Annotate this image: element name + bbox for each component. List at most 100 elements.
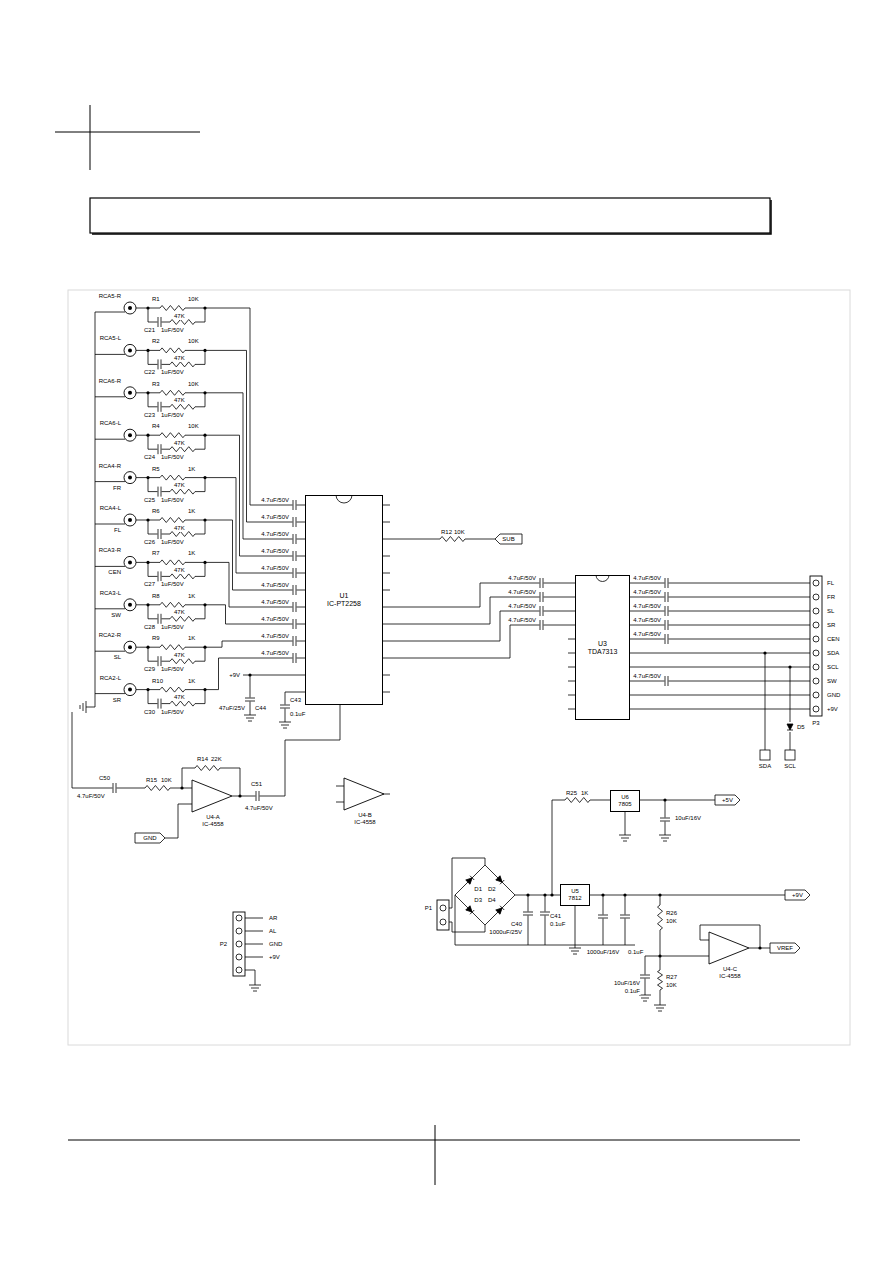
schematic-label: 10uF/16V — [674, 815, 702, 822]
wire-gap — [160, 474, 185, 481]
wire-gap — [597, 915, 609, 919]
ground-wire — [95, 481, 125, 482]
schematic-label: RCA2-L — [99, 675, 122, 682]
connector-pin — [236, 928, 242, 934]
signal-flag — [495, 534, 522, 544]
schematic-label: RCA4-L — [99, 505, 122, 512]
schematic-label: SDA — [826, 650, 840, 657]
wire-gap — [665, 591, 669, 603]
schematic-label: C29 — [143, 666, 156, 673]
schematic-label: 0.1uF — [627, 949, 644, 956]
schematic-label: 47K — [173, 397, 186, 404]
schematic-label: 47K — [173, 440, 186, 447]
capacitor-symbol — [158, 529, 161, 539]
resistor-symbol — [658, 905, 663, 930]
schematic-label: C43 — [289, 697, 302, 704]
schematic-label: 4.7uF/50V — [244, 805, 274, 812]
wire — [552, 800, 610, 895]
wire-gap — [657, 905, 664, 930]
pin-stub — [568, 709, 575, 710]
schematic-label: SUB — [501, 536, 515, 543]
capacitor-symbol — [540, 592, 543, 602]
wire-gap — [170, 403, 195, 410]
ic-chip: U1IC-PT2258 — [305, 495, 383, 705]
capacitor-symbol — [158, 444, 161, 454]
capacitor-symbol — [598, 915, 608, 918]
capacitor-symbol — [665, 634, 668, 644]
schematic-label: 1K — [187, 550, 196, 557]
wire — [765, 653, 766, 750]
wire-gap — [160, 559, 185, 566]
schematic-label: 47K — [173, 313, 186, 320]
schematic-label: R25 — [565, 790, 578, 797]
ground-symbol — [569, 948, 581, 954]
schematic-label: 4.7uF/50V — [260, 650, 290, 657]
schematic-label: 0.1uF — [624, 988, 641, 995]
schematic-label: 10K — [160, 777, 173, 784]
schematic-label: 10K — [187, 338, 200, 345]
wire-gap — [160, 601, 185, 608]
part-reference: U4-B — [358, 812, 372, 819]
junction-dot — [203, 434, 206, 437]
schematic-label: RCA4-R — [98, 463, 122, 470]
ic-chip: U3TDA7313 — [575, 575, 630, 720]
resistor-symbol — [170, 489, 195, 494]
pin-stub — [383, 692, 390, 693]
junction-dot — [203, 391, 206, 394]
frame-shadow — [92, 200, 771, 234]
opamp-outline — [188, 778, 238, 814]
schematic-label: SCL — [826, 664, 840, 671]
schematic-label: 4.7uF/50V — [632, 603, 662, 610]
resistor-symbol — [160, 433, 185, 438]
signal-flag — [770, 943, 800, 953]
connector-pin — [236, 967, 242, 973]
junction-dot — [248, 673, 251, 676]
wire-gap — [113, 782, 117, 794]
schematic-label: GND — [268, 941, 283, 948]
rca-jack — [124, 344, 136, 356]
wire — [705, 956, 709, 957]
part-type: IC-4558 — [202, 821, 223, 828]
capacitor-symbol — [540, 620, 543, 630]
capacitor-symbol — [245, 698, 255, 701]
schematic-label: 10K — [665, 982, 678, 989]
wire — [603, 895, 625, 945]
rca-jack-pin — [128, 645, 132, 649]
capacitor-symbol — [293, 517, 296, 527]
junction-dot — [758, 946, 761, 949]
capacitor-symbol — [540, 606, 543, 616]
wire — [630, 583, 810, 584]
schematic-label: C22 — [143, 369, 156, 376]
junction-dot — [146, 434, 149, 437]
schematic-label: 4.7uF/50V — [507, 589, 537, 596]
schematic-label: R6 — [151, 508, 161, 515]
schematic-label: 4.7uF/50V — [632, 631, 662, 638]
schematic-label: D5 — [796, 724, 806, 731]
part-reference: U1 — [340, 592, 349, 600]
junction-dot — [180, 786, 183, 789]
opamp-symbol: U4-AIC-4558 — [188, 778, 238, 830]
resistor-symbol — [170, 447, 195, 452]
schematic-label: AL — [268, 928, 277, 935]
schematic-label: +9V — [826, 706, 839, 713]
schematic-label: C30 — [143, 709, 156, 716]
resistor-symbol — [160, 475, 185, 480]
capacitor-symbol — [158, 699, 161, 709]
wire-gap — [665, 633, 669, 645]
wire — [243, 675, 305, 676]
junction-dot — [203, 646, 206, 649]
rca-jack-pin — [128, 476, 132, 480]
resistor-symbol — [170, 701, 195, 706]
schematic-label: AR — [268, 915, 278, 922]
resistor-symbol — [170, 659, 195, 664]
schematic-label: RCA6-R — [98, 378, 122, 385]
resistor-symbol — [160, 645, 185, 650]
junction-dot — [203, 349, 206, 352]
connector-pin — [813, 706, 819, 712]
wire-gap — [160, 389, 185, 396]
connector-body — [233, 912, 245, 976]
ground-symbol — [619, 835, 631, 841]
wire-gap — [170, 361, 195, 368]
schematic-label: 47K — [173, 482, 186, 489]
